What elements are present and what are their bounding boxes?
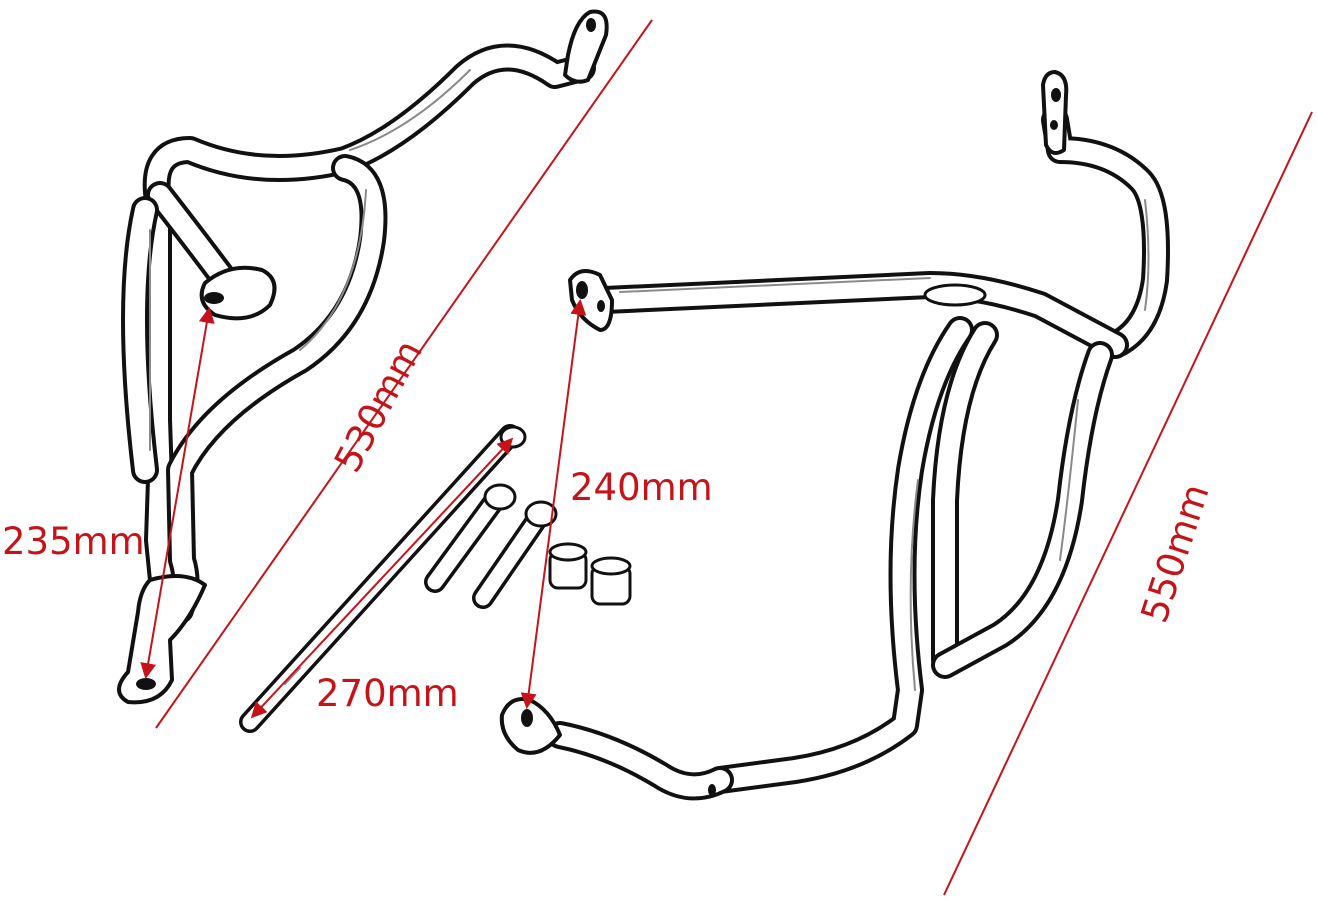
dimension-label-240: 240mm: [570, 466, 713, 509]
left-crash-bar: [117, 9, 609, 705]
measure-arrow-235: [140, 306, 215, 680]
spacer-2: [590, 556, 632, 606]
right-upper-bracket: [568, 269, 614, 332]
right-lower-bracket: [499, 697, 716, 796]
dimension-label-235: 235mm: [2, 520, 145, 563]
dimension-label-550: 550mm: [1133, 479, 1218, 628]
left-lower-bracket: [117, 574, 207, 705]
spacer-1: [548, 542, 588, 590]
dimension-label-270: 270mm: [316, 672, 459, 715]
right-top-mount-tab: [1041, 70, 1069, 156]
left-top-mount-tab: [563, 9, 609, 84]
dimension-label-530: 530mm: [326, 333, 431, 479]
left-bar-tubes: [121, 43, 596, 624]
right-crash-bar: [499, 70, 1170, 801]
guide-line-550: [943, 111, 1313, 896]
left-upper-bracket: [199, 265, 277, 321]
guide-line-530: [155, 19, 653, 729]
right-bar-tubes: [546, 106, 1170, 801]
measure-arrow-240: [520, 298, 587, 710]
measure-arrow-270: [250, 437, 514, 719]
